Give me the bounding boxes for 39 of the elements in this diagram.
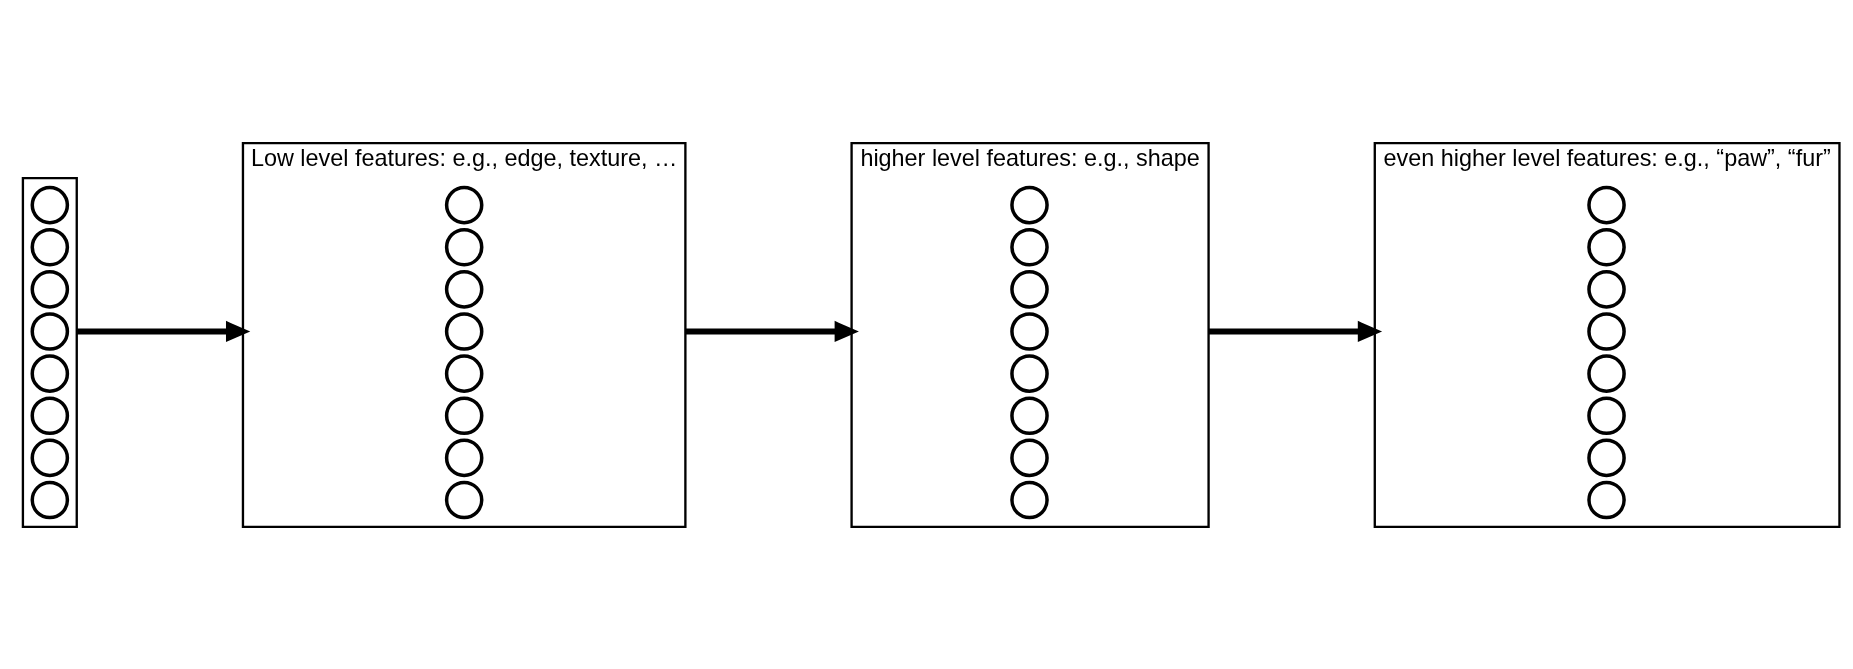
node-circle <box>1587 353 1626 393</box>
node-circle <box>1587 438 1626 477</box>
node-circle <box>444 438 484 477</box>
node-circle <box>1010 353 1049 393</box>
cluster: higher level features: e.g., shape <box>850 141 1210 528</box>
node-circle <box>444 227 484 267</box>
cluster: Low level features: e.g., edge, texture, … <box>241 141 687 528</box>
arrow <box>1208 320 1383 342</box>
node-circle <box>30 353 70 393</box>
node-circle <box>30 395 70 435</box>
node-circle <box>444 480 484 519</box>
node-circle <box>1587 311 1626 351</box>
node-circle <box>444 395 484 435</box>
node-circle <box>30 269 70 309</box>
node-circle <box>1010 311 1049 351</box>
node-circle <box>30 438 70 477</box>
node-circle <box>30 311 70 351</box>
node-circle <box>1010 269 1049 309</box>
node-circle <box>1587 185 1626 224</box>
node-circle <box>1010 438 1049 477</box>
node-circle <box>1587 227 1626 267</box>
node-circle <box>444 269 484 309</box>
cluster: even higher level features: e.g., “paw”, “fur” <box>1373 141 1841 528</box>
node-circle <box>1010 227 1049 267</box>
node-circle <box>1010 185 1049 224</box>
node-circle <box>30 185 70 224</box>
node-circle <box>1587 395 1626 435</box>
node-circle <box>30 480 70 519</box>
node-circle <box>444 311 484 351</box>
node-circle <box>30 227 70 267</box>
arrow <box>76 320 251 342</box>
node-circle <box>1587 480 1626 519</box>
cluster <box>21 176 78 528</box>
node-circle <box>1587 269 1626 309</box>
node-circle <box>444 185 484 224</box>
arrow <box>685 320 859 342</box>
node-circle <box>1010 480 1049 519</box>
node-circle <box>444 353 484 393</box>
node-circle <box>1010 395 1049 435</box>
